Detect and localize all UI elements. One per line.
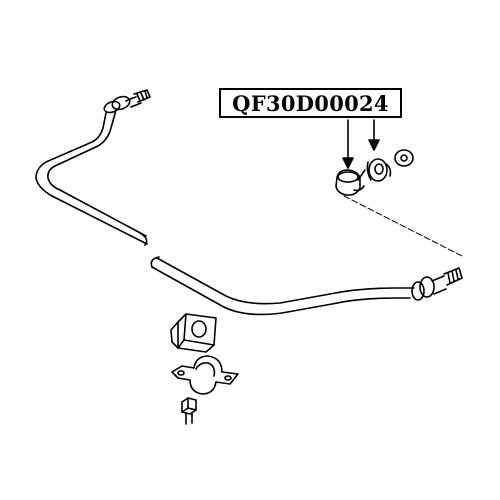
mounting-bolt (181, 397, 197, 425)
label-arrows (342, 119, 380, 169)
assembly-guide-line (343, 195, 463, 257)
bushing-clamp-bracket (171, 355, 239, 395)
bar-mount-bushing (170, 313, 217, 353)
arrow-head-upper-bushing (368, 139, 380, 151)
stabilizer-bar (35, 89, 463, 316)
part-number-callout: QF30D00024 (219, 88, 402, 118)
bar-break-mark-lower (150, 256, 160, 268)
stabilizer-bar-left-arm (35, 109, 148, 245)
end-link-bolt-stud (411, 267, 463, 301)
arrow-head-lower-bushing (342, 157, 354, 169)
stabilizer-bar-main-span (151, 257, 415, 316)
bar-break-mark-upper (139, 232, 148, 246)
part-number-label: QF30D00024 (232, 90, 389, 116)
end-link-bushing-upper (357, 158, 392, 182)
end-link-bushing-lower (335, 169, 365, 196)
washer (394, 149, 414, 167)
end-link-bolt-stud-left (103, 89, 151, 114)
